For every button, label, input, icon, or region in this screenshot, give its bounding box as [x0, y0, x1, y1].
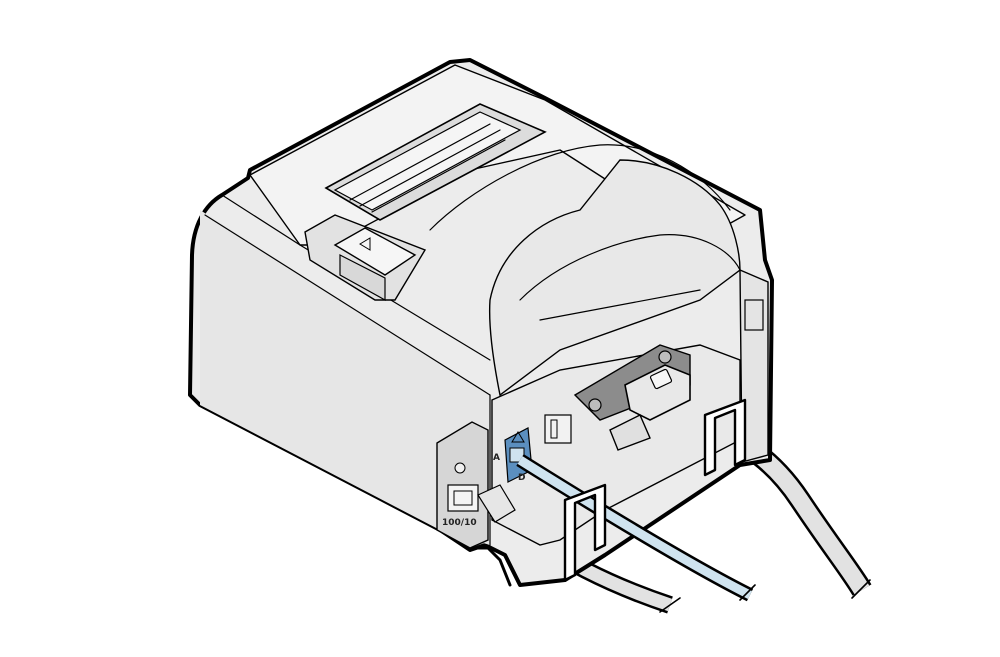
lan-cable-end — [659, 597, 681, 613]
cable-hook-rear — [703, 398, 747, 477]
power-cable-end — [851, 579, 871, 599]
lan-port-label: 100/10 — [442, 518, 477, 528]
lan-plug — [477, 484, 516, 523]
cover-lever — [304, 214, 427, 302]
paper-slot — [324, 103, 547, 221]
drawer-cable — [516, 454, 754, 602]
drawer-cable-end — [739, 584, 756, 601]
lan-port-plate: 100/10 — [436, 421, 489, 549]
cable-hook-front — [563, 483, 607, 582]
printer-foot — [473, 546, 512, 587]
power-plug — [609, 364, 691, 451]
power-rating-label: A — [493, 453, 500, 463]
drawer-port-label: D — [518, 473, 525, 483]
